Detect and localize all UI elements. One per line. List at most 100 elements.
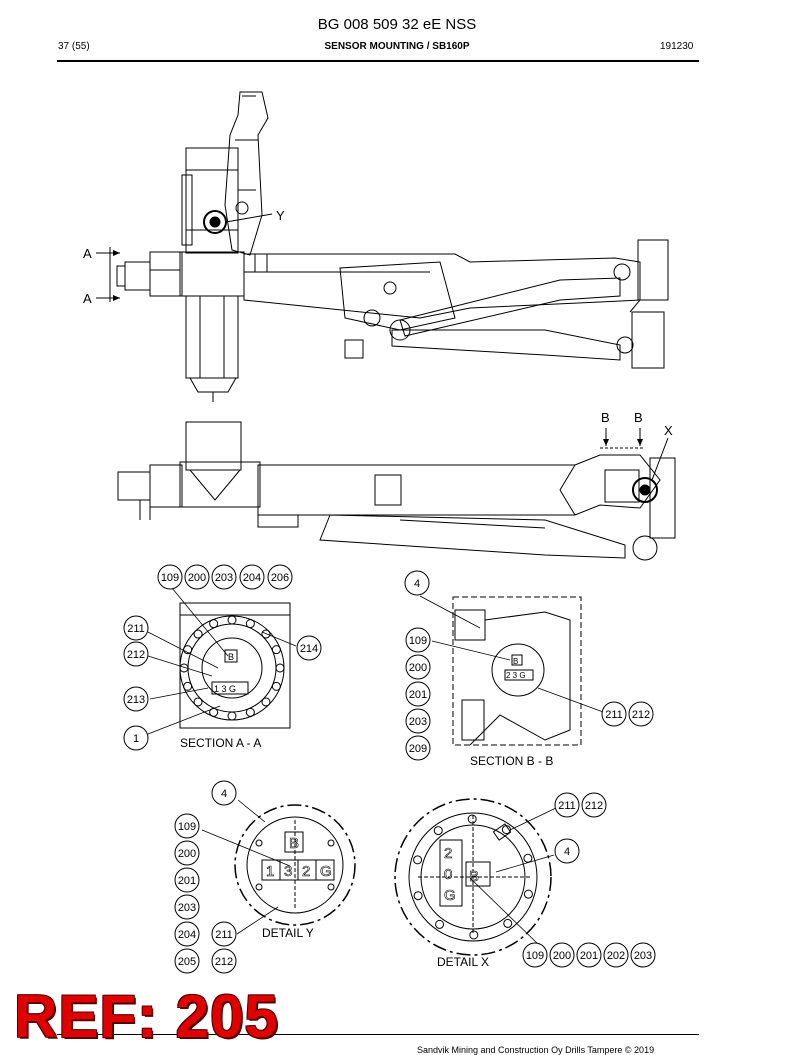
detail-y-title: DETAIL Y: [262, 926, 314, 940]
callout-balloon: [404, 570, 430, 596]
bolt-hole: [271, 645, 281, 655]
callout-number-109: 109: [409, 635, 427, 647]
callout-balloon: [174, 894, 200, 920]
callout-balloon: [267, 564, 293, 590]
callout-balloon: [123, 725, 149, 751]
callout-number-4: 4: [564, 846, 570, 858]
callout-balloon: [211, 564, 237, 590]
bolt-hole: [523, 889, 533, 899]
callout-number-206: 206: [271, 572, 289, 584]
callout-number-109: 109: [178, 821, 196, 833]
aa-plate-bottom: 1 3 G: [214, 684, 236, 694]
callout-balloon: [211, 921, 237, 947]
callout-balloon: [405, 627, 431, 653]
section-title: SENSOR MOUNTING / SB160P: [324, 41, 470, 52]
dx-plate-2: 2: [444, 845, 452, 862]
callout-number-214: 214: [300, 643, 318, 655]
callout-number-212: 212: [215, 956, 233, 968]
section-a-markers: [96, 247, 120, 302]
section-aa-drawing: [179, 602, 291, 729]
callout-number-203: 203: [409, 716, 427, 728]
bolt-hole: [413, 891, 423, 901]
callout-balloon: [549, 942, 575, 968]
bolt-hole: [227, 615, 237, 625]
callout-balloon: [174, 813, 200, 839]
label-y: Y: [276, 208, 285, 223]
callout-number-201: 201: [178, 875, 196, 887]
callout-balloon: [603, 942, 629, 968]
callout-number-209: 209: [409, 743, 427, 755]
bb-plate-top: B: [513, 657, 518, 666]
footer-copyright: Sandvik Mining and Construction Oy Drill…: [417, 1045, 655, 1055]
boom-top-view: [116, 91, 669, 402]
reference-stamp: REF: 205: [14, 983, 279, 1050]
callout-number-203: 203: [215, 572, 233, 584]
callout-balloon: [405, 681, 431, 707]
bolt-hole: [183, 645, 193, 655]
callout-balloon: [601, 701, 627, 727]
bolt-hole: [467, 814, 477, 824]
bolt-hole: [193, 629, 203, 639]
label-b-left: B: [601, 410, 610, 425]
bolt-hole: [523, 853, 533, 863]
document-code: 191230: [660, 41, 694, 52]
section-aa-plate: [211, 649, 249, 695]
section-b-markers: [600, 428, 669, 481]
label-a-bottom: A: [83, 291, 92, 306]
bolt-hole: [193, 697, 203, 707]
bolt-hole: [503, 918, 513, 928]
bolt-hole: [275, 663, 285, 673]
detail-x-drawing: [394, 798, 552, 956]
callout-balloon: [628, 701, 654, 727]
dy-plate-g: G: [320, 863, 332, 880]
detail-x-title: DETAIL X: [437, 955, 489, 969]
bolt-hole: [179, 663, 189, 673]
callout-number-213: 213: [127, 694, 145, 706]
callout-number-200: 200: [409, 662, 427, 674]
bolt-hole: [245, 619, 255, 629]
section-aa-title: SECTION A - A: [180, 736, 261, 750]
leader-lines: [147, 587, 615, 945]
callout-number-200: 200: [553, 950, 571, 962]
callout-balloon: [123, 641, 149, 667]
dx-plate-g: G: [444, 887, 456, 904]
dy-plate-b: B: [289, 835, 299, 852]
callout-number-200: 200: [178, 848, 196, 860]
callout-number-1: 1: [133, 733, 139, 745]
callout-balloon: [405, 708, 431, 734]
callout-balloon: [554, 838, 580, 864]
page-number: 37 (55): [58, 41, 90, 52]
callout-number-203: 203: [634, 950, 652, 962]
callout-number-4: 4: [221, 788, 227, 800]
callout-balloon: [296, 635, 322, 661]
footer-rule: [57, 1034, 699, 1035]
bolt-hole: [227, 711, 237, 721]
callout-balloon: [405, 654, 431, 680]
callout-balloon: [157, 564, 183, 590]
callout-number-109: 109: [526, 950, 544, 962]
bb-plate-bottom: 2 3 G: [506, 671, 526, 680]
callout-number-211: 211: [558, 800, 576, 812]
callout-balloon: [174, 948, 200, 974]
callout-balloon: [123, 615, 149, 641]
callout-number-4: 4: [414, 578, 420, 590]
callout-number-204: 204: [243, 572, 261, 584]
callout-number-109: 109: [161, 572, 179, 584]
bolt-hole: [271, 681, 281, 691]
detail-x-bolt-holes: [413, 814, 533, 940]
label-b-right: B: [634, 410, 643, 425]
callout-balloon: [211, 780, 237, 806]
bolt-hole: [209, 619, 219, 629]
dx-plate-b: B: [469, 868, 479, 885]
label-a-top: A: [83, 246, 92, 261]
label-x: X: [664, 423, 673, 438]
bolt-hole: [261, 697, 271, 707]
header-rule: [57, 60, 699, 62]
section-bb-drawing: [452, 596, 582, 746]
bolt-hole: [413, 855, 423, 865]
callout-circles: 109 200 203 204 206 211 212 214 213 1 4 109 200 201 20…: [123, 564, 656, 974]
dy-plate-3: 3: [284, 863, 292, 880]
callout-balloon: [522, 942, 548, 968]
callout-number-205: 205: [178, 956, 196, 968]
